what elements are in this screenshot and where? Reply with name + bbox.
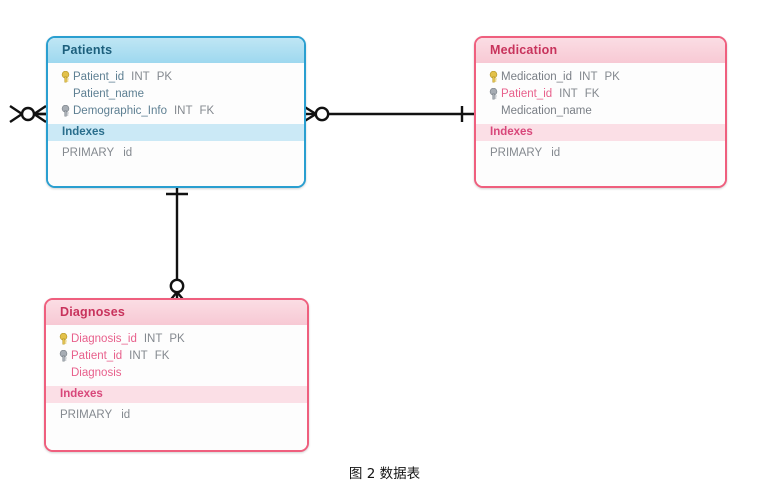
column-name: Patient_id (71, 349, 123, 362)
column-row[interactable]: Medication_name (476, 102, 725, 119)
column-name: Demographic_Info (73, 104, 167, 117)
index-column: id (551, 147, 561, 159)
cardinality-crowsfoot-outer (9, 105, 23, 123)
column-row[interactable]: Diagnosis_id INT PK (46, 330, 307, 347)
column-row[interactable]: Medication_id INT PK (476, 68, 725, 85)
figure-caption: 图 2 数据表 (348, 466, 421, 482)
relationship-patients-left-edge (9, 105, 47, 123)
entity-medication[interactable]: Medication Medication_id INT PK (474, 36, 727, 188)
column-name: Patient_id (73, 70, 125, 83)
entity-medication-indexes: PRIMARY id (476, 141, 725, 166)
primary-key-icon (55, 332, 71, 346)
column-row[interactable]: Patient_id INT FK (476, 85, 725, 102)
column-name: Patient_name (73, 87, 144, 100)
column-row[interactable]: Demographic_Info INT FK (48, 102, 304, 119)
cardinality-crowsfoot-inner (33, 105, 47, 123)
no-key-icon (57, 87, 73, 101)
column-key-flag: PK (169, 332, 185, 345)
column-name: Diagnosis (71, 366, 122, 379)
index-name: PRIMARY (62, 147, 115, 159)
no-key-icon (485, 104, 501, 118)
column-type: INT (578, 70, 598, 83)
column-type: INT (129, 349, 148, 362)
column-name: Medication_name (501, 104, 592, 117)
entity-patients-title: Patients (48, 38, 304, 63)
relationship-patients-medication (302, 104, 474, 124)
index-name: PRIMARY (60, 409, 113, 421)
column-type: INT (131, 70, 150, 83)
column-key-flag: PK (604, 70, 620, 83)
primary-key-icon (485, 70, 501, 84)
entity-patients-indexes-label: Indexes (48, 124, 304, 141)
foreign-key-icon (55, 349, 71, 363)
column-name: Diagnosis_id (71, 332, 137, 345)
column-row[interactable]: Patient_name (48, 85, 304, 102)
relationship-patients-diagnoses (166, 188, 188, 304)
entity-patients[interactable]: Patients Patient_id INT PK Patient_nam (46, 36, 306, 188)
entity-medication-title: Medication (476, 38, 725, 63)
cardinality-zero-circle (20, 106, 36, 122)
column-type: INT (143, 332, 163, 345)
column-key-flag: FK (199, 104, 215, 117)
column-name: Patient_id (501, 87, 553, 100)
foreign-key-icon (485, 87, 501, 101)
index-column: id (123, 147, 133, 159)
entity-patients-indexes: PRIMARY id (48, 141, 304, 166)
column-row[interactable]: Patient_id INT PK (48, 68, 304, 85)
entity-diagnoses[interactable]: Diagnoses Diagnosis_id INT PK (44, 298, 309, 452)
index-row[interactable]: PRIMARY id (48, 145, 304, 162)
cardinality-zero-circle (314, 106, 330, 122)
entity-medication-columns: Medication_id INT PK Patient_id INT FK (476, 63, 725, 124)
column-row[interactable]: Patient_id INT FK (46, 347, 307, 364)
entity-diagnoses-footer (46, 450, 307, 452)
no-key-icon (55, 366, 71, 380)
entity-diagnoses-indexes-label: Indexes (46, 386, 307, 403)
foreign-key-icon (57, 104, 73, 118)
column-key-flag: FK (154, 349, 170, 362)
entity-medication-indexes-label: Indexes (476, 124, 725, 141)
primary-key-icon (57, 70, 73, 84)
column-type: INT (173, 104, 193, 117)
column-key-flag: PK (156, 70, 173, 83)
entity-body-spacer (48, 166, 304, 186)
index-column: id (121, 409, 131, 421)
cardinality-zero-circle (169, 278, 185, 294)
index-row[interactable]: PRIMARY id (46, 407, 307, 424)
entity-diagnoses-columns: Diagnosis_id INT PK Patient_id INT FK (46, 325, 307, 386)
entity-patients-columns: Patient_id INT PK Patient_name (48, 63, 304, 124)
column-key-flag: FK (584, 87, 600, 100)
entity-body-spacer (476, 166, 725, 186)
entity-body-spacer (46, 428, 307, 450)
index-name: PRIMARY (490, 147, 543, 159)
entity-diagnoses-indexes: PRIMARY id (46, 403, 307, 428)
column-name: Medication_id (501, 70, 572, 83)
column-type: INT (559, 87, 578, 100)
entity-diagnoses-title: Diagnoses (46, 300, 307, 325)
index-row[interactable]: PRIMARY id (476, 145, 725, 162)
column-row[interactable]: Diagnosis (46, 364, 307, 381)
